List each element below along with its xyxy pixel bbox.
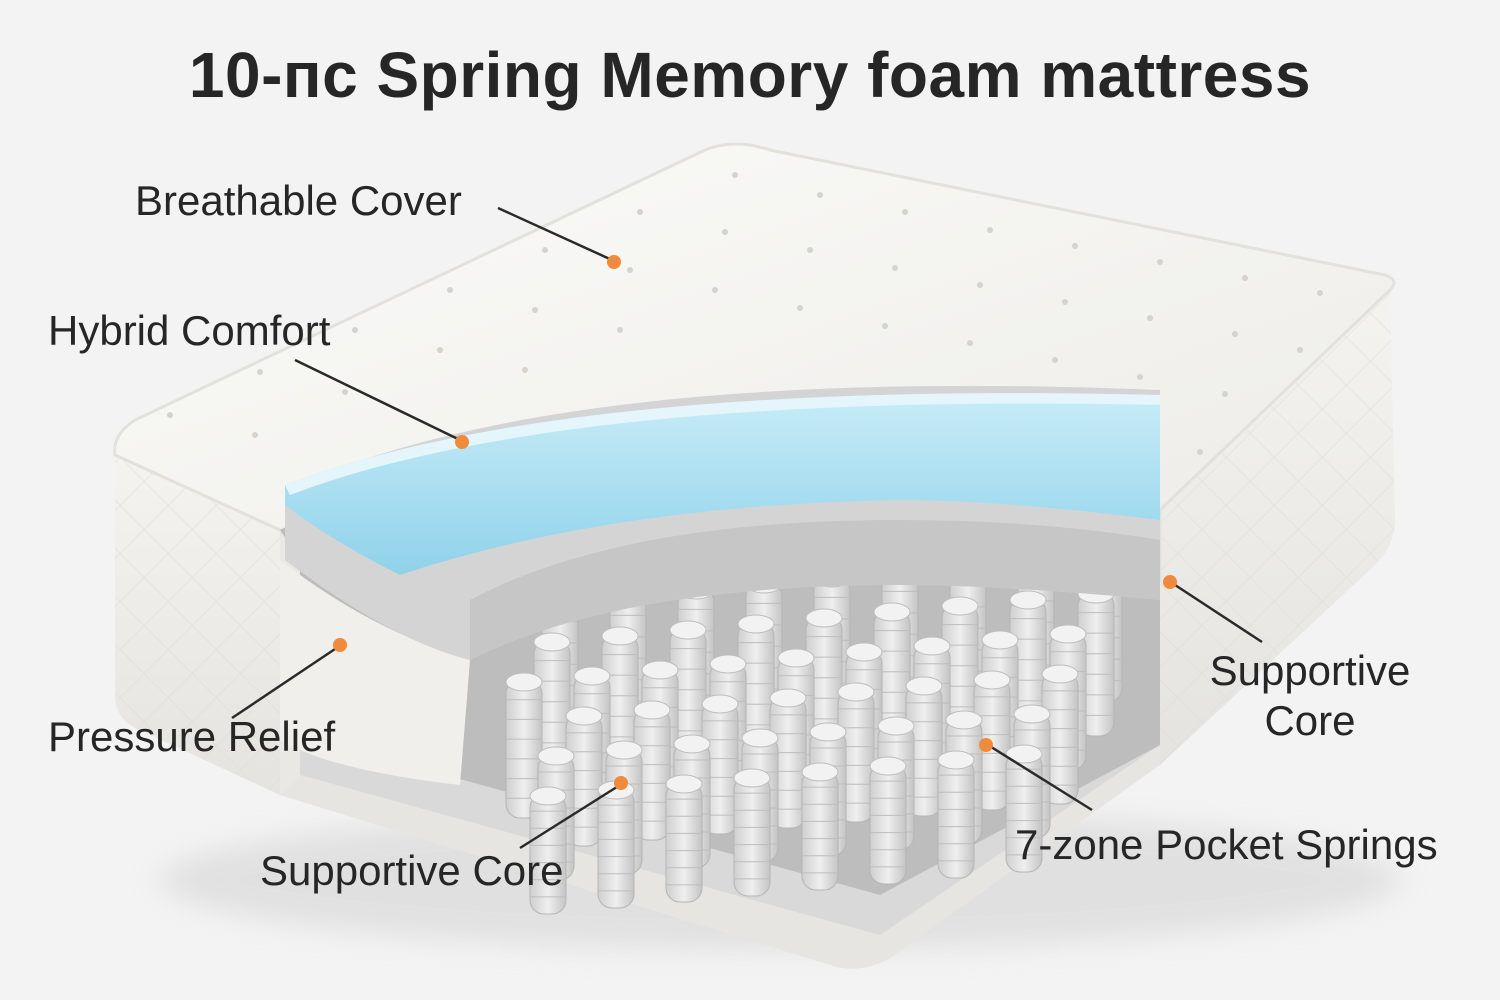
label-supportive-core-right-line1: Supportive — [1209, 647, 1411, 694]
pocket-spring — [505, 672, 543, 819]
pocket-spring — [1041, 664, 1079, 805]
pocket-spring — [801, 762, 839, 891]
pocket-spring — [869, 756, 907, 885]
pressure-relief-wall — [280, 560, 470, 785]
label-pressure-relief: Pressure Relief — [48, 713, 336, 760]
pocket-spring — [905, 676, 943, 817]
marker-pocket-springs — [979, 738, 993, 752]
marker-hybrid-comfort — [455, 435, 469, 449]
marker-pressure-relief — [333, 638, 347, 652]
pocket-spring — [669, 620, 707, 773]
marker-breathable-cover — [607, 255, 621, 269]
callout-markers — [333, 255, 1177, 790]
pocket-spring — [937, 750, 975, 879]
callout-leaders — [231, 206, 1263, 850]
marker-supportive-core-right — [1163, 575, 1177, 589]
marker-supportive-core-bottom — [614, 776, 628, 790]
page-title: 10-пс Spring Memory foam mattress — [188, 39, 1312, 111]
label-breathable-cover: Breathable Cover — [135, 177, 462, 224]
pocket-spring — [1005, 744, 1043, 873]
pocket-spring — [633, 700, 671, 841]
tufting-buttons — [167, 172, 1323, 455]
mattress-base — [280, 745, 1160, 969]
label-hybrid-comfort: Hybrid Comfort — [48, 307, 331, 354]
label-supportive-core-right: Supportive Core — [1195, 646, 1425, 747]
pocket-spring — [597, 780, 635, 909]
pocket-spring — [733, 768, 771, 897]
pocket-spring — [769, 688, 807, 829]
label-supportive-core-bottom: Supportive Core — [260, 847, 564, 894]
label-supportive-core-right-line2: Core — [1264, 697, 1356, 745]
label-pocket-springs: 7-zone Pocket Springs — [1015, 821, 1438, 868]
pocket-spring — [701, 694, 739, 835]
pocket-spring — [665, 774, 703, 903]
